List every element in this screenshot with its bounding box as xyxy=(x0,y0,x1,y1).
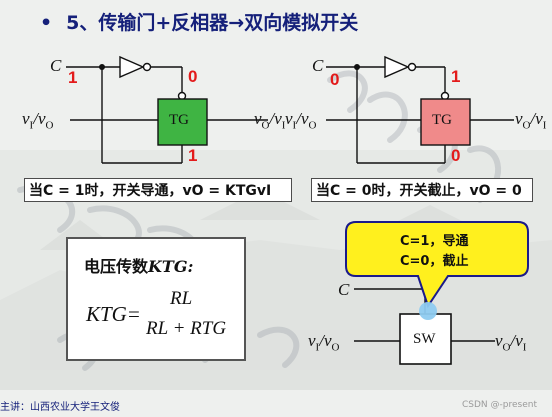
right-input-label: vI/vO xyxy=(285,109,317,132)
right-transmission-gate xyxy=(420,98,471,146)
formula-denominator-text: RL + RTG xyxy=(146,318,227,339)
gain-title: 电压传数KTG: xyxy=(84,253,193,277)
formula-numerator: RL xyxy=(170,288,192,310)
left-junction-dot xyxy=(99,64,105,70)
switch-control-label: C xyxy=(338,280,350,299)
footer-lecturer: 主讲：山西农业大学王文俊 xyxy=(0,402,120,413)
left-inverter xyxy=(119,55,145,79)
right-caption-text: 当C = 0时，开关截止，vO = 0 xyxy=(316,183,522,199)
left-caption: 当C = 1时，开关导通，vO = KTGvI xyxy=(24,178,292,202)
left-control-label: C xyxy=(50,56,62,75)
right-control-label: C xyxy=(312,56,324,75)
title-text: 5、传输门+反相器→双向模拟开关 xyxy=(66,12,359,34)
right-tg-label: TG xyxy=(432,112,452,128)
left-inverter-output-value: 0 xyxy=(188,67,198,86)
page-title: • 5、传输门+反相器→双向模拟开关 xyxy=(40,8,358,35)
formula-lhs: KTG xyxy=(86,302,127,327)
gain-title-prefix: 电压传数 xyxy=(84,257,149,276)
right-bottom-value: 0 xyxy=(451,146,461,165)
switch-label: SW xyxy=(413,331,436,347)
switch-box xyxy=(399,313,452,365)
left-caption-text: 当C = 1时，开关导通，vO = KTGvI xyxy=(29,183,272,199)
left-circuit-wiring xyxy=(66,66,268,164)
formula-equals: = xyxy=(128,302,140,326)
callout-line-2: C=0，截止 xyxy=(400,254,469,269)
left-output-label: vO/vI xyxy=(254,109,286,132)
callout-bubble xyxy=(345,221,529,309)
left-input-label: vI/vO xyxy=(22,109,54,132)
gain-title-symbol: KTG: xyxy=(148,257,194,276)
switch-input-label: vI/vO xyxy=(308,331,340,354)
switch-control-dot xyxy=(419,302,437,320)
right-caption: 当C = 0时，开关截止，vO = 0 xyxy=(311,178,533,202)
left-tg-label: TG xyxy=(169,112,189,128)
right-circuit-wiring xyxy=(326,66,514,164)
csdn-watermark: CSDN @-present xyxy=(462,400,537,410)
left-inverter-bubble xyxy=(142,62,152,72)
switch-output-label: vO/vI xyxy=(495,331,527,354)
formula-numerator-text: RL xyxy=(170,288,193,309)
right-inverter-bubble xyxy=(407,62,417,72)
callout-line-1: C=1，导通 xyxy=(400,234,469,249)
right-junction-dot xyxy=(354,64,360,70)
title-bullet: • xyxy=(40,12,53,34)
left-control-value: 1 xyxy=(68,68,78,87)
right-inverter-output-value: 1 xyxy=(451,67,461,86)
left-bottom-value: 1 xyxy=(188,146,198,165)
formula-denominator: RL + RTG xyxy=(146,318,226,340)
right-inverter xyxy=(384,55,410,79)
voltage-gain-box: 电压传数KTG: xyxy=(66,237,246,361)
formula-lhs-text: KTG xyxy=(86,302,127,326)
left-transmission-gate xyxy=(157,98,208,146)
right-control-value: 0 xyxy=(330,70,340,89)
right-output-label: vO/vI xyxy=(515,109,547,132)
